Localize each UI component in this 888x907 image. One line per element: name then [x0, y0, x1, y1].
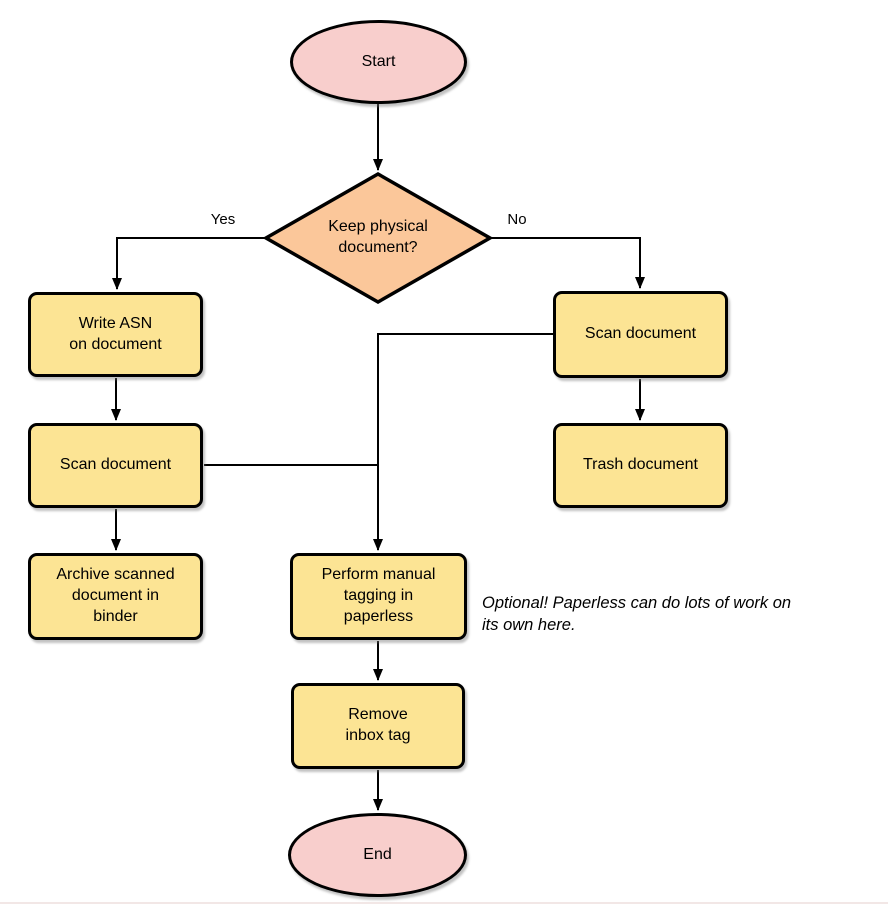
edge-yes — [112, 237, 266, 290]
decision-shape — [262, 171, 494, 305]
node-remove-inbox-tag-label: Remove inbox tag — [345, 706, 411, 744]
node-scan-document-left: Scan document — [28, 423, 203, 508]
node-decision-label: Keep physical document? — [328, 218, 428, 256]
node-start: Start — [290, 20, 467, 104]
node-trash-document: Trash document — [553, 423, 728, 508]
node-remove-inbox-tag: Remove inbox tag — [291, 683, 465, 769]
node-scan-document-left-label: Scan document — [59, 456, 172, 474]
node-trash-document-label: Trash document — [582, 456, 698, 474]
node-archive-in-binder-label: Archive scanned document in binder — [56, 566, 175, 625]
node-manual-tagging: Perform manual tagging in paperless — [290, 553, 467, 640]
node-scan-document-right-label: Scan document — [584, 325, 697, 343]
edge-scanright-tagging — [373, 333, 553, 551]
node-start-label: Start — [361, 52, 396, 70]
edge-label-no: No — [507, 211, 527, 228]
node-decision-keep-physical: Keep physical document? — [266, 174, 490, 302]
node-archive-in-binder: Archive scanned document in binder — [28, 553, 203, 640]
edge-no — [490, 237, 645, 289]
optional-note: Optional! Paperless can do lots of work … — [482, 594, 792, 635]
node-end-label: End — [363, 845, 392, 863]
edge-label-yes: Yes — [210, 211, 236, 228]
node-write-asn-label: Write ASN on document — [69, 314, 162, 353]
node-end: End — [288, 813, 467, 897]
node-scan-document-right: Scan document — [553, 291, 728, 378]
node-write-asn: Write ASN on document — [28, 292, 203, 377]
node-manual-tagging-label: Perform manual tagging in paperless — [321, 566, 436, 625]
page-bottom-divider — [0, 902, 888, 904]
